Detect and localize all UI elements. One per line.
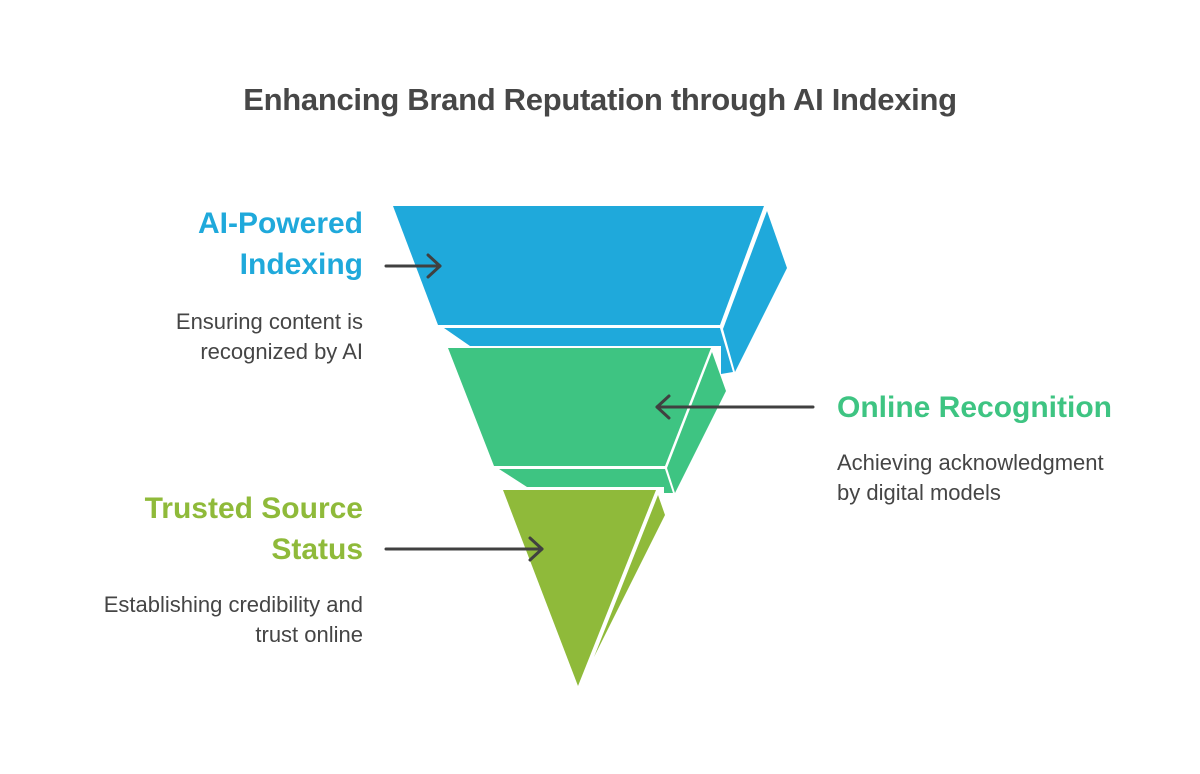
stage-2-description: Achieving acknowledgment by digital mode… [837,448,1177,508]
stage-2-description-line1: Achieving acknowledgment [837,450,1104,475]
stage-3-description: Establishing credibility and trust onlin… [20,590,363,650]
stage-3-label-line2: Status [271,533,363,566]
stage-2-description-line2: by digital models [837,480,1001,505]
funnel-stage-3-front-face [503,490,656,686]
funnel-stage-2-front-face [448,348,711,466]
arrow-right-icon [384,253,442,279]
stage-3-label: Trusted Source Status [60,488,363,570]
stage-2-label-line1: Online Recognition [837,391,1112,424]
funnel-stage-3-side-face [594,495,665,657]
stage-3-label-line1: Trusted Source [144,492,363,525]
stage-3-description-line1: Establishing credibility and [103,592,363,617]
arrow-left-icon [655,394,815,420]
funnel-stage-online-recognition [448,348,726,493]
diagram-title: Enhancing Brand Reputation through AI In… [243,82,957,117]
funnel-stage-trusted-source-status [503,490,665,686]
stage-1-label-line1: AI-Powered [197,207,363,240]
funnel-stage-1-bottom-face [444,328,733,374]
stage-1-label: AI-Powered Indexing [100,203,363,285]
stage-1-label-line2: Indexing [239,248,363,281]
stage-1-description-line1: Ensuring content is [175,309,363,334]
stage-3-description-line2: trust online [255,622,363,647]
stage-2-label: Online Recognition [837,387,1177,428]
arrow-right-icon [384,536,544,562]
funnel-stage-2-side-face [667,352,726,493]
funnel-stage-2-bottom-face [499,469,673,493]
funnel-stage-1-side-face [723,211,787,372]
funnel-stage-ai-powered-indexing [393,206,787,374]
stage-1-description: Ensuring content is recognized by AI [60,307,363,367]
stage-1-description-line2: recognized by AI [200,339,363,364]
funnel-stage-1-front-face [393,206,764,325]
